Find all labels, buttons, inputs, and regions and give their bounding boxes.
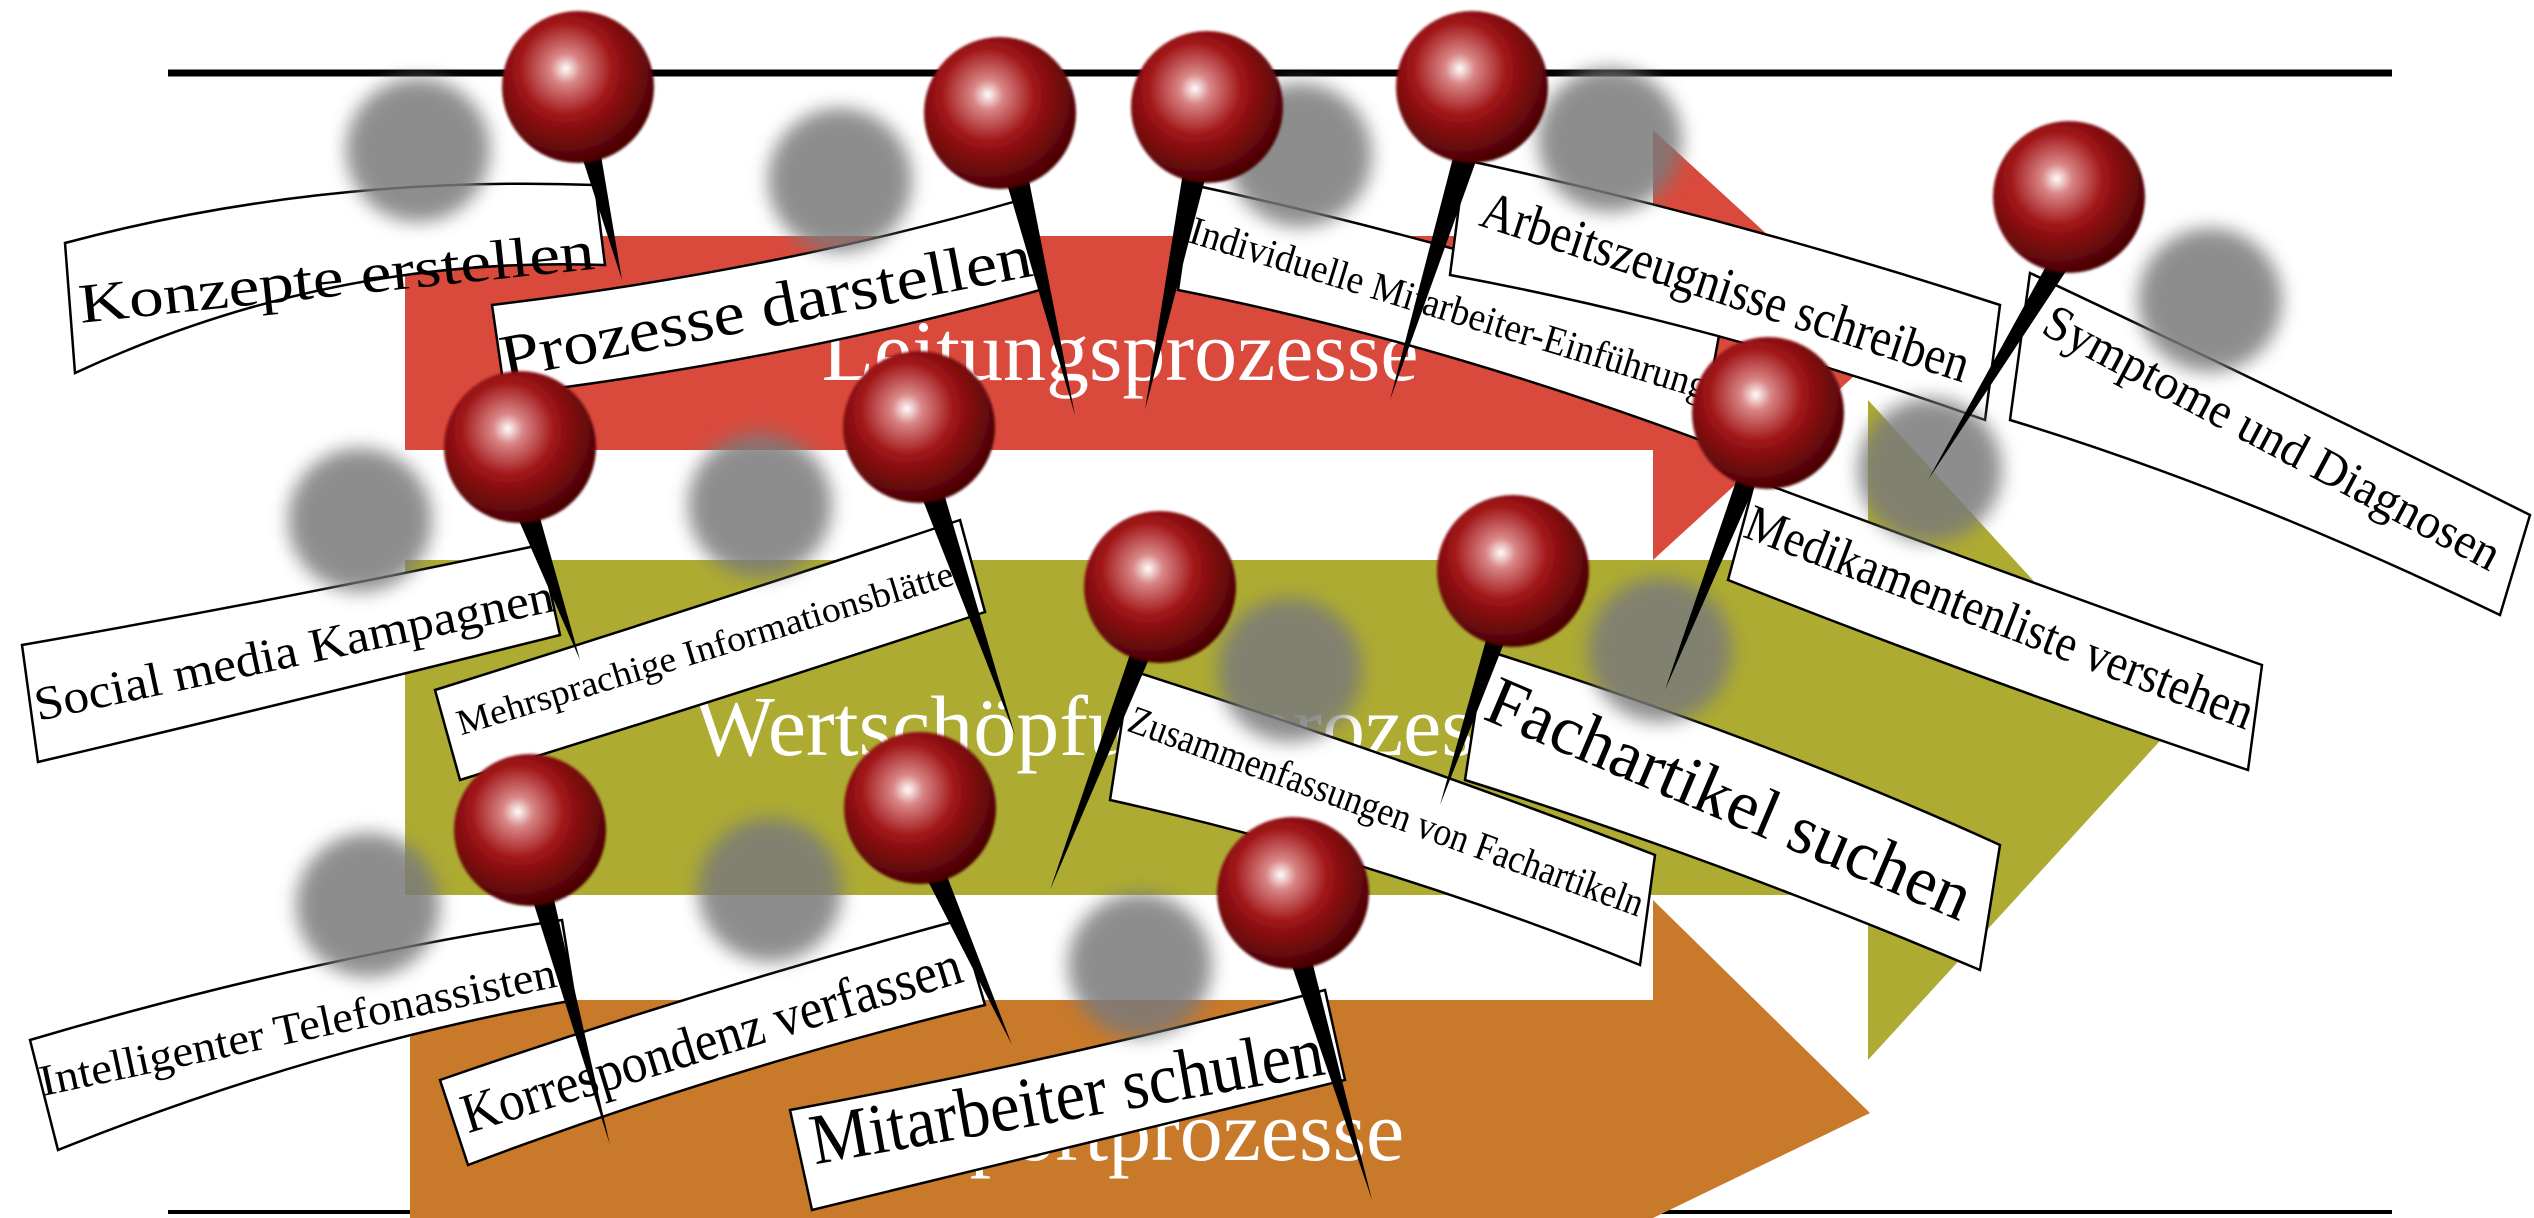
pin-head-icon — [843, 351, 995, 503]
pin-head-icon — [1131, 31, 1283, 183]
pin-head-icon — [1396, 11, 1548, 163]
pin-head-icon — [1692, 337, 1844, 489]
pin-head-icon — [844, 732, 996, 884]
pin-head-icon — [454, 754, 606, 906]
pin-head-icon — [1217, 817, 1369, 969]
pin-head-icon — [444, 371, 596, 523]
pin-needles — [510, 120, 2080, 1200]
pin-head-icon — [1084, 511, 1236, 663]
pin-head-icon — [1437, 495, 1589, 647]
pin-head-icon — [924, 37, 1076, 189]
pin-head-icon — [502, 11, 654, 163]
pin-head-icon — [1993, 121, 2145, 273]
pin-heads — [444, 11, 2145, 969]
